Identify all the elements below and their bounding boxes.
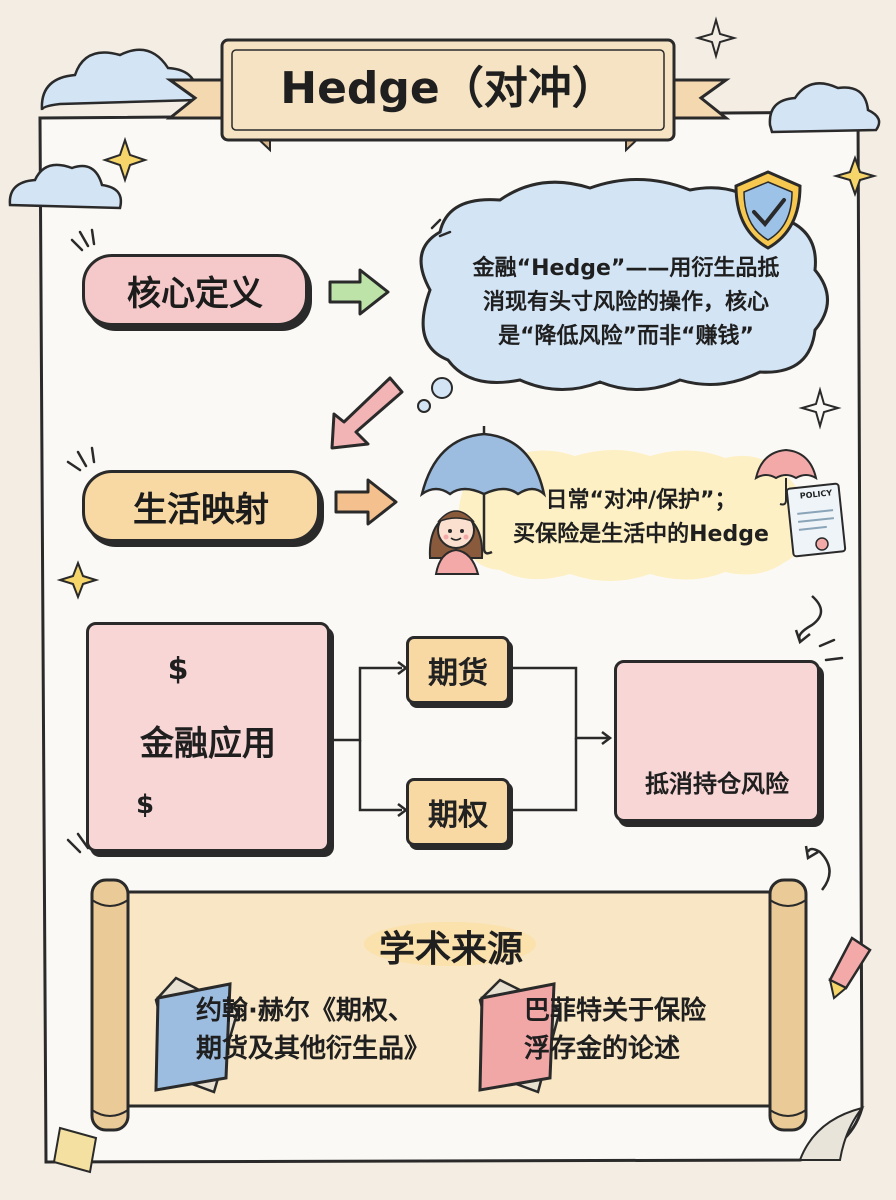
tape [52, 1126, 98, 1174]
sources-heading: 学术来源 [378, 929, 523, 970]
page-title: Hedge（对冲） [280, 63, 616, 114]
source-line: 约翰·赫尔《期权、 [196, 996, 414, 1026]
definition-label: 核心定义 [82, 254, 308, 326]
life-cloud [458, 450, 803, 581]
arrow-right-green [328, 268, 390, 316]
arrow-down-left-pink [330, 376, 404, 450]
definition-cloud [419, 177, 829, 391]
cloud-icon [40, 48, 198, 111]
source-book-2: 巴菲特关于保险 浮存金的论述 [524, 992, 764, 1068]
life-label: 生活映射 [82, 470, 320, 542]
cloud-icon [8, 163, 123, 210]
shield-check-icon [734, 170, 802, 250]
life-line: 日常“对冲/保护”； [545, 488, 737, 513]
book-icon [154, 976, 240, 1094]
umbrella-girl-icon [419, 426, 547, 575]
result-box [614, 660, 820, 822]
options-box: 期权 [406, 778, 510, 846]
definition-text: 金融“Hedge”——用衍生品抵 消现有头寸风险的操作，核心 是“降低风险”而非… [448, 252, 804, 354]
finance-box [86, 622, 330, 852]
futures-box: 期货 [406, 636, 510, 704]
umbrella-icon [754, 448, 818, 506]
coin-dollar-sign: $ [167, 652, 189, 687]
coin-dollar-sign: $ [135, 790, 155, 820]
policy-document-icon [785, 482, 847, 558]
finance-label: 金融应用 [140, 724, 276, 764]
sparkle-icon [694, 16, 842, 430]
source-line: 浮存金的论述 [524, 1034, 681, 1064]
source-book-1: 约翰·赫尔《期权、 期货及其他衍生品》 [196, 992, 476, 1068]
paper-fold [798, 1106, 865, 1161]
life-line: 买保险是生活中的Hedge [513, 522, 769, 547]
result-label: 抵消持仓风险 [645, 770, 789, 798]
sparkle-icon [56, 136, 878, 600]
definition-line: 消现有头寸风险的操作，核心 [482, 290, 769, 315]
cloud-icon [768, 82, 881, 134]
title-ribbon [165, 38, 731, 153]
definition-line: 是“降低风险”而非“赚钱” [498, 324, 754, 349]
source-line: 期货及其他衍生品》 [196, 1034, 431, 1064]
life-text: 日常“对冲/保护”； 买保险是生活中的Hedge [496, 484, 786, 552]
definition-line: 金融“Hedge”——用衍生品抵 [472, 256, 780, 281]
source-line: 巴菲特关于保险 [524, 996, 707, 1026]
pencil-icon [828, 936, 872, 1000]
arrow-right-orange [334, 478, 398, 526]
book-icon [478, 978, 562, 1094]
